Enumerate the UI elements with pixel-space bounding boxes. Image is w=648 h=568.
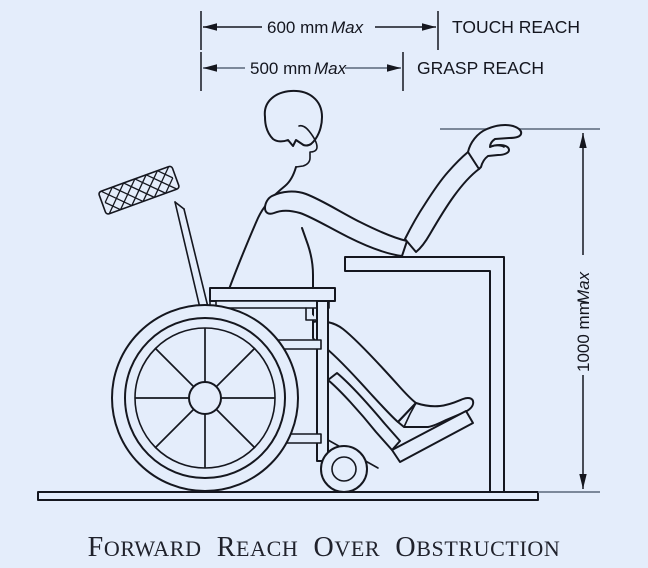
hand-reaching: [467, 124, 523, 170]
back-post-cap: [174, 201, 185, 210]
caster-hub: [331, 456, 357, 482]
reach-height-arrow-bottom-icon: [579, 474, 587, 489]
caption-word-2-rest: EACH: [236, 536, 298, 561]
person-figure: [223, 89, 523, 428]
reach-height-qualifier: Max: [574, 271, 593, 304]
grasp-reach-arrow-right-icon: [387, 64, 401, 72]
ankle-line: [403, 402, 417, 428]
foot: [397, 396, 475, 428]
reach-height-dimension: 1000 mm Max: [574, 133, 593, 489]
seat-rail: [215, 300, 330, 309]
arm-upper: [264, 190, 408, 257]
armrest-bracket: [305, 307, 318, 321]
drive-wheel: [111, 304, 299, 492]
touch-reach-arrow-left-icon: [203, 23, 217, 31]
touch-reach-qualifier: Max: [331, 18, 364, 37]
grasp-reach-qualifier: Max: [314, 59, 347, 78]
footrest-support: [327, 372, 401, 451]
face-profile: [295, 124, 318, 168]
grasp-reach-arrow-left-icon: [203, 64, 217, 72]
caption-word-4-rest: BSTRUCTION: [416, 536, 560, 561]
caption-word-1-first: F: [88, 532, 104, 563]
touch-reach-value: 600 mm: [267, 18, 328, 37]
caption-word-3-first: O: [314, 532, 335, 563]
grasp-reach-value: 500 mm: [250, 59, 311, 78]
caster-wheel: [320, 445, 368, 493]
diagram-caption: FORWARD REACH OVER OBSTRUCTION: [88, 532, 561, 563]
caption-word-1-rest: ORWARD: [104, 536, 202, 561]
handle-grip-hatch: [100, 166, 178, 215]
head-hair: [263, 89, 323, 147]
caption-word-3-rest: VER: [334, 536, 380, 561]
caption-word-4-first: O: [395, 532, 416, 563]
ground-line: [37, 491, 600, 501]
reach-height-value: 1000 mm: [574, 301, 593, 372]
grasp-reach-label: GRASP REACH: [417, 58, 544, 78]
footrest-plate: [391, 410, 474, 463]
wheel-hub: [188, 381, 222, 415]
touch-reach-label: TOUCH REACH: [452, 17, 580, 37]
floor-slab: [37, 491, 539, 501]
caption-word-2-first: R: [217, 532, 236, 563]
reach-height-arrow-top-icon: [579, 133, 587, 148]
finger-detail: [489, 144, 505, 148]
touch-reach-dimension: 600 mm Max TOUCH REACH: [200, 11, 580, 50]
touch-reach-arrow-right-icon: [422, 23, 436, 31]
grasp-reach-dimension: 500 mm Max GRASP REACH: [200, 52, 544, 91]
seat-cushion: [209, 287, 336, 302]
